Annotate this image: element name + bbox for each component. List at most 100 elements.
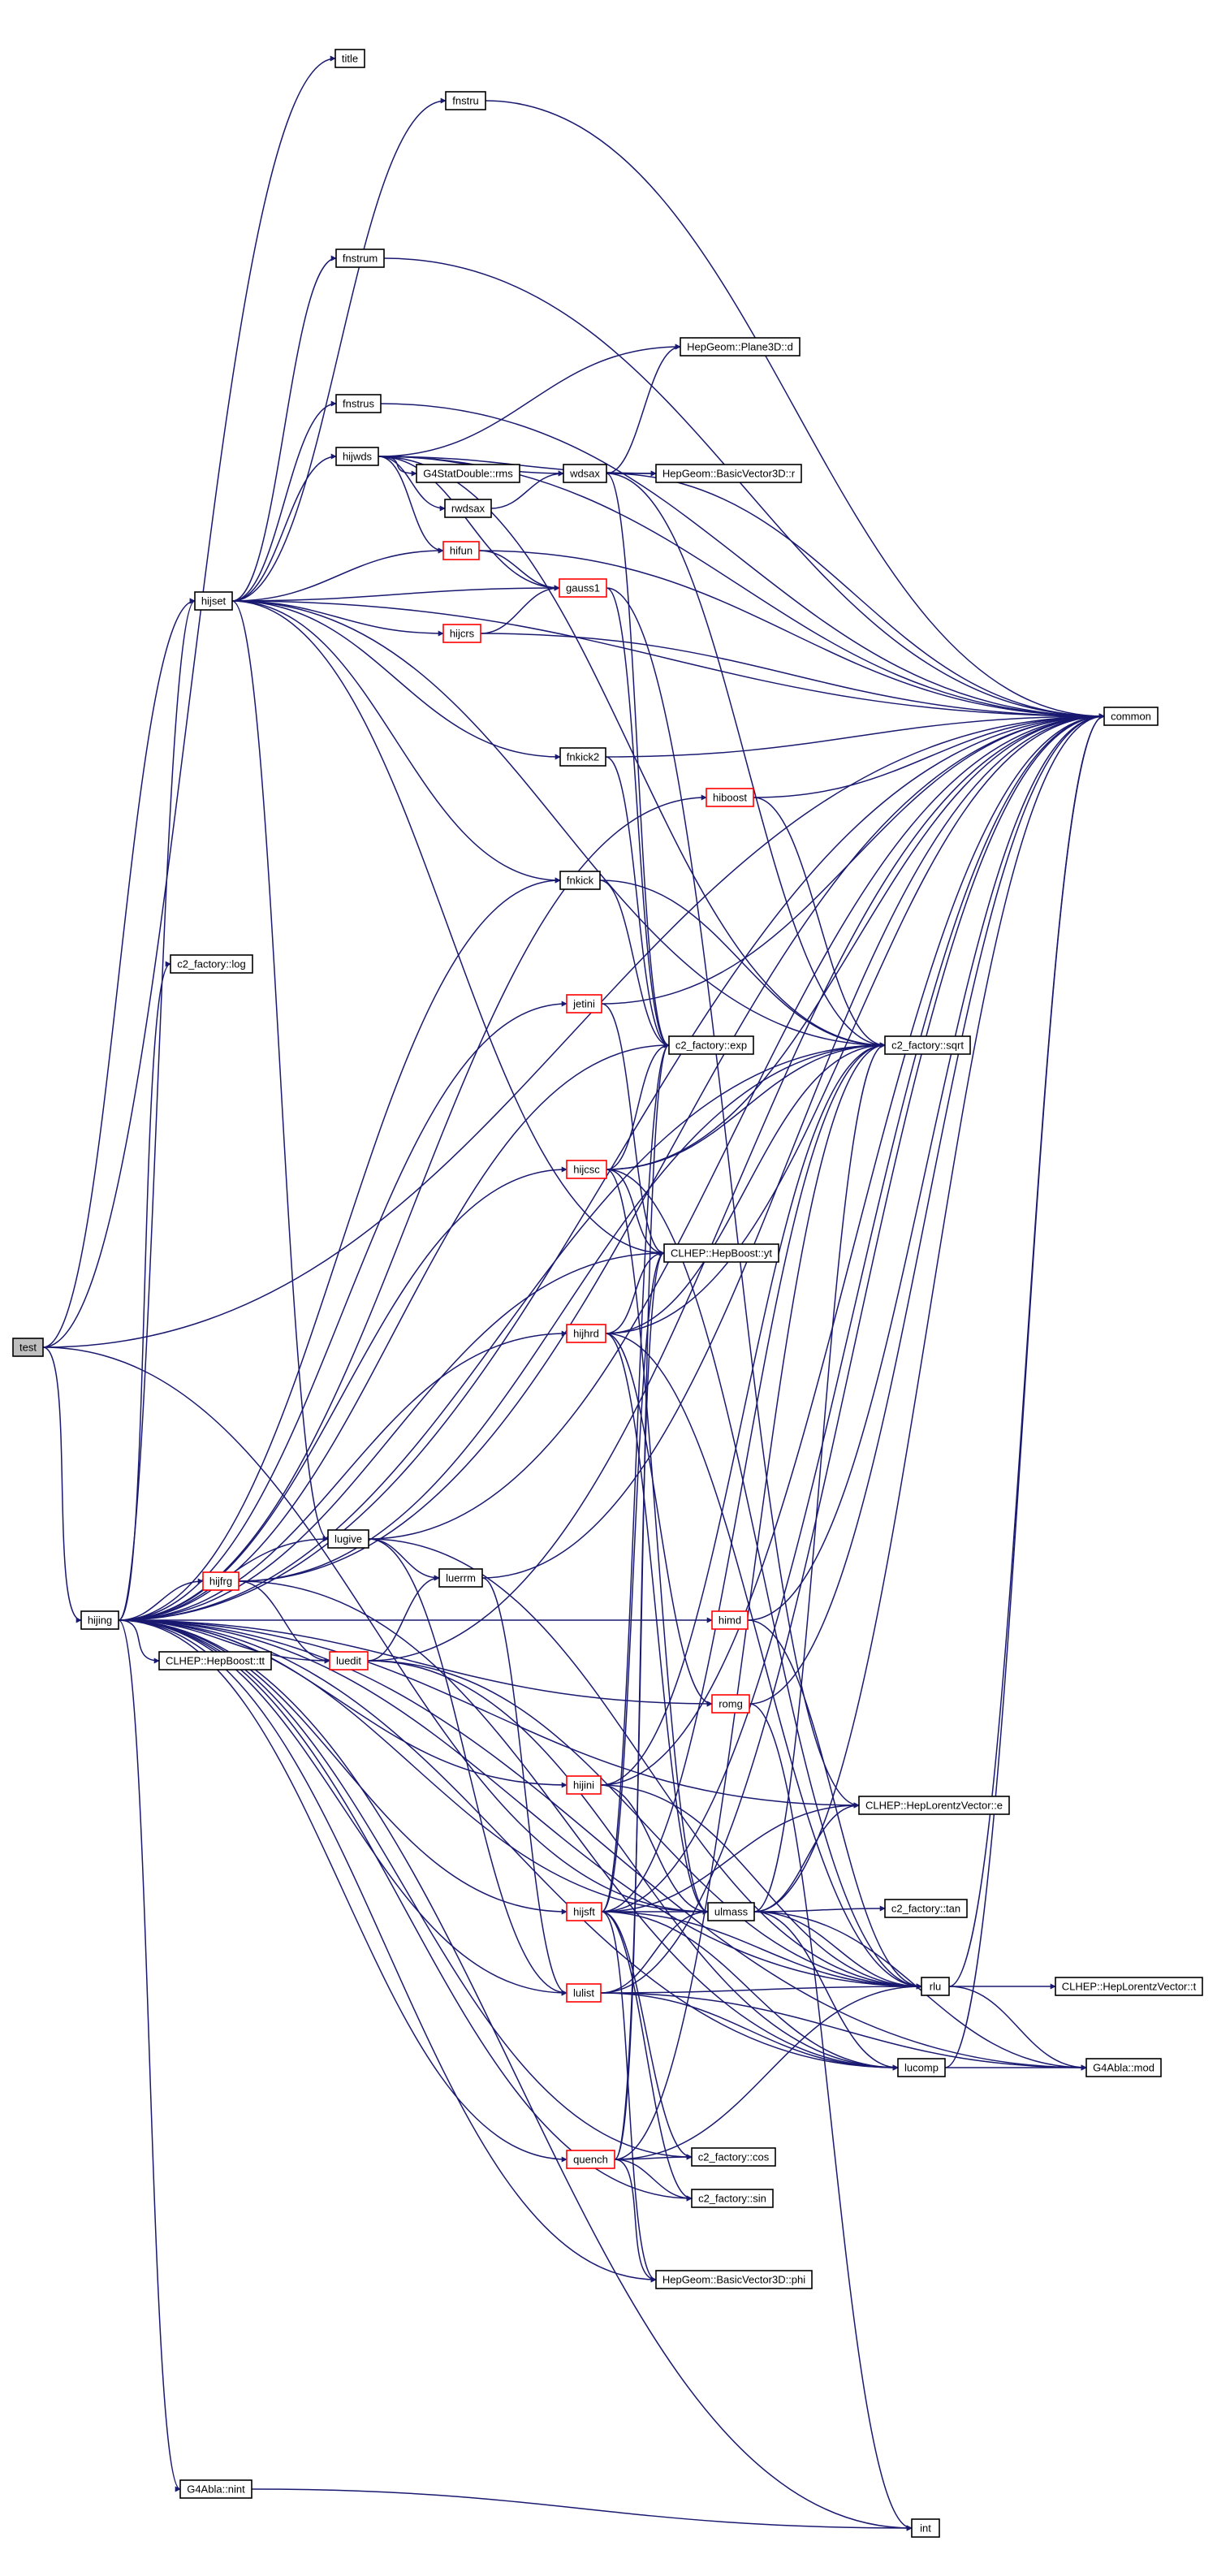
- edge-ulmass-to-g4abla-mod: [753, 1911, 1087, 2071]
- edge-hijing-to-hiboost: [118, 794, 707, 1621]
- node-lucomp[interactable]: lucomp: [897, 2058, 946, 2077]
- node-c2-sqrt[interactable]: c2_factory::sqrt: [884, 1035, 971, 1055]
- node-luerrm[interactable]: luerrm: [438, 1568, 483, 1588]
- node-rwdsax[interactable]: rwdsax: [444, 499, 492, 518]
- node-lugive[interactable]: lugive: [327, 1529, 369, 1549]
- node-fnstrus[interactable]: fnstrus: [335, 394, 382, 413]
- node-int[interactable]: int: [911, 2518, 940, 2538]
- node-label: c2_factory::exp: [675, 1039, 747, 1052]
- node-hijhrd[interactable]: hijhrd: [566, 1324, 606, 1343]
- node-box: [329, 1651, 369, 1671]
- edge-hijing-to-g4abla-mod: [118, 1619, 1087, 2071]
- node-box: [170, 954, 253, 974]
- edge-hijing-to-int: [118, 1619, 913, 2531]
- edge-luedit-to-rlu: [367, 1660, 922, 1990]
- node-test[interactable]: test: [12, 1338, 44, 1357]
- node-label: hijcrs: [450, 628, 475, 640]
- node-hijcsc[interactable]: hijcsc: [566, 1160, 607, 1179]
- edge-fnkick-to-c2-sqrt: [599, 880, 886, 1048]
- edge-lulist-to-common: [600, 713, 1105, 1994]
- edge-fnstrum-to-common: [383, 257, 1105, 720]
- node-box: [706, 788, 754, 807]
- node-c2-exp[interactable]: c2_factory::exp: [668, 1035, 754, 1055]
- edge-hijing-to-jetini: [118, 1001, 568, 1621]
- node-hepboost-yt[interactable]: CLHEP::HepBoost::yt: [663, 1243, 779, 1263]
- edge-hijwds-to-hifun: [378, 456, 444, 554]
- node-g4abla-mod[interactable]: G4Abla::mod: [1085, 2058, 1162, 2077]
- edge-hijsft-to-basicvector3d-phi: [601, 1911, 657, 2283]
- node-hijini[interactable]: hijini: [566, 1775, 602, 1795]
- edge-wdsax-to-c2-sqrt: [606, 473, 886, 1048]
- node-box: [566, 1160, 607, 1179]
- node-lorentz-t[interactable]: CLHEP::HepLorentzVector::t: [1055, 1977, 1203, 1996]
- node-box: [1055, 1977, 1203, 1996]
- nodes-layer: test title fnstru fnstrum fnstrus hijwdsG4Sta…: [12, 49, 1203, 2538]
- edge-fnstrus-to-common: [380, 403, 1105, 720]
- node-basicvector3d-r[interactable]: HepGeom::BasicVector3D::r: [655, 464, 802, 483]
- node-hijfrg[interactable]: hijfrg: [202, 1571, 240, 1591]
- node-gauss1[interactable]: gauss1: [559, 578, 607, 598]
- node-lulist[interactable]: lulist: [566, 1983, 602, 2003]
- node-luedit[interactable]: luedit: [329, 1651, 369, 1671]
- node-wdsax[interactable]: wdsax: [563, 464, 607, 483]
- node-himd[interactable]: himd: [711, 1610, 749, 1630]
- edge-fnkick2-to-common: [605, 713, 1105, 758]
- node-hifun[interactable]: hifun: [442, 541, 480, 560]
- node-basicvector3d-phi[interactable]: HepGeom::BasicVector3D::phi: [655, 2270, 813, 2289]
- node-fnkick2[interactable]: fnkick2: [559, 747, 606, 767]
- node-g4statdouble-rms[interactable]: G4StatDouble::rms: [416, 464, 520, 483]
- node-box: [711, 1610, 749, 1630]
- node-label: fnkick: [567, 875, 594, 887]
- node-box: [680, 337, 801, 357]
- node-common[interactable]: common: [1103, 707, 1159, 726]
- node-plane3d-d[interactable]: HepGeom::Plane3D::d: [680, 337, 801, 357]
- edge-hijing-to-hijhrd: [118, 1330, 568, 1621]
- node-lorentz-e[interactable]: CLHEP::HepLorentzVector::e: [858, 1796, 1010, 1815]
- edge-luerrm-to-common: [481, 713, 1105, 1579]
- edge-hijwds-to-plane3d-d: [378, 344, 681, 457]
- node-label: jetini: [572, 998, 595, 1010]
- node-fnkick[interactable]: fnkick: [559, 871, 601, 890]
- edge-hijsft-to-common: [601, 713, 1105, 1913]
- node-ulmass[interactable]: ulmass: [707, 1902, 755, 1921]
- node-fnstru[interactable]: fnstru: [445, 91, 486, 110]
- node-rlu[interactable]: rlu: [921, 1977, 950, 1996]
- edge-luerrm-to-lulist: [481, 1577, 568, 1996]
- node-hijwds[interactable]: hijwds: [335, 447, 379, 466]
- edge-wdsax-to-common: [606, 473, 1105, 720]
- edge-hijing-to-hijset: [118, 598, 196, 1621]
- node-c2-sin[interactable]: c2_factory::sin: [691, 2189, 774, 2208]
- node-hepboost-tt[interactable]: CLHEP::HepBoost::tt: [158, 1651, 272, 1671]
- edge-hijing-to-hijsft: [118, 1619, 568, 1915]
- node-label: gauss1: [566, 582, 600, 594]
- edge-wdsax-to-c2-exp: [606, 473, 670, 1048]
- edge-hijset-to-lugive: [231, 600, 329, 1542]
- node-hijsft[interactable]: hijsft: [566, 1902, 602, 1921]
- node-label: rwdsax: [451, 503, 486, 515]
- node-romg[interactable]: romg: [711, 1694, 750, 1714]
- node-hijcrs[interactable]: hijcrs: [442, 624, 481, 643]
- node-c2-tan[interactable]: c2_factory::tan: [884, 1899, 968, 1918]
- node-quench[interactable]: quench: [566, 2150, 615, 2169]
- edge-hijset-to-common: [231, 600, 1105, 720]
- node-c2-cos[interactable]: c2_factory::cos: [691, 2147, 776, 2167]
- edge-quench-to-c2-sqrt: [614, 1042, 886, 2160]
- node-box: [897, 2058, 946, 2077]
- node-jetini[interactable]: jetini: [566, 994, 602, 1014]
- node-box: [566, 1902, 602, 1921]
- node-hijset[interactable]: hijset: [194, 591, 233, 611]
- node-hijing[interactable]: hijing: [80, 1610, 119, 1630]
- node-box: [691, 2147, 776, 2167]
- edge-hijing-to-basicvector3d-phi: [118, 1619, 657, 2283]
- node-fnstrum[interactable]: fnstrum: [335, 249, 385, 268]
- node-title[interactable]: title: [334, 49, 365, 68]
- node-g4abla-nint[interactable]: G4Abla::nint: [179, 2479, 252, 2499]
- node-c2-log[interactable]: c2_factory::log: [170, 954, 253, 974]
- edge-hijini-to-common: [600, 713, 1105, 1786]
- edge-test-to-common: [42, 713, 1105, 1348]
- node-hiboost[interactable]: hiboost: [706, 788, 754, 807]
- node-box: [711, 1694, 750, 1714]
- edge-hijing-to-rlu: [118, 1619, 922, 1990]
- edge-hijset-to-hifun: [231, 547, 444, 602]
- edge-hiboost-to-c2-sqrt: [753, 797, 886, 1048]
